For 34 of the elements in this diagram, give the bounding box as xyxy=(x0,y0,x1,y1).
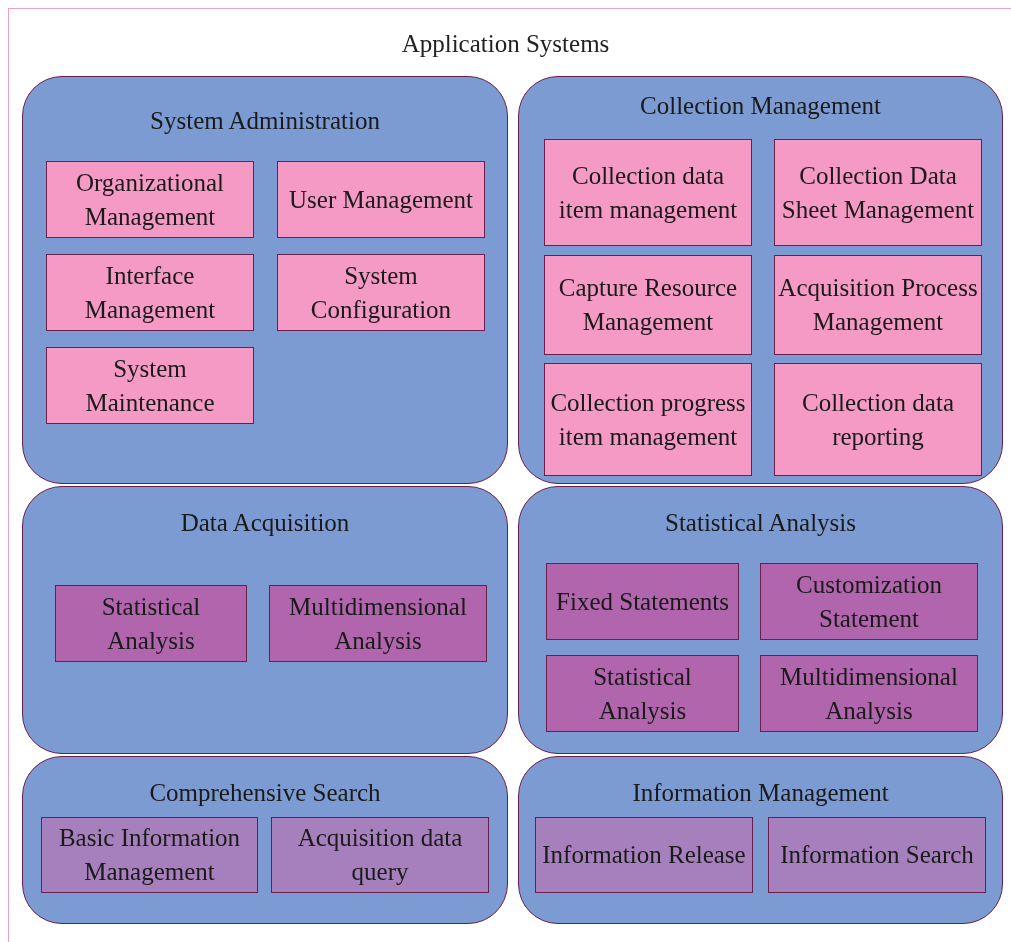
module-box: Collection data item management xyxy=(544,139,752,246)
module-box: Acquisition data query xyxy=(271,817,489,893)
group-panel xyxy=(22,756,508,924)
module-box: Collection data reporting xyxy=(774,363,982,476)
group-title: Data Acquisition xyxy=(179,509,351,537)
module-box: Basic Information Management xyxy=(41,817,258,893)
module-box: Organizational Management xyxy=(46,161,254,238)
module-box: Multidimensional Analysis xyxy=(760,655,978,732)
group-title: Statistical Analysis xyxy=(664,509,857,537)
group-title: Comprehensive Search xyxy=(148,779,382,807)
module-box: Acquisition Process Management xyxy=(774,255,982,355)
group-panel xyxy=(22,486,508,754)
module-box: Information Release xyxy=(535,817,753,893)
module-box: Information Search xyxy=(768,817,986,893)
module-box: System Maintenance xyxy=(46,347,254,424)
module-box: Fixed Statements xyxy=(546,563,739,640)
group-title: Collection Management xyxy=(639,92,882,120)
module-box: Statistical Analysis xyxy=(55,585,247,662)
module-box: Customization Statement xyxy=(760,563,978,640)
group-panel xyxy=(518,76,1003,484)
module-box: Collection Data Sheet Management xyxy=(774,139,982,246)
group-panel xyxy=(518,486,1003,754)
module-box: Interface Management xyxy=(46,254,254,331)
module-box: Collection progress item management xyxy=(544,363,752,476)
group-panel xyxy=(518,756,1003,924)
module-box: User Management xyxy=(277,161,485,238)
group-title: Information Management xyxy=(631,779,890,807)
module-box: Multidimensional Analysis xyxy=(269,585,487,662)
diagram-title: Application Systems xyxy=(400,30,611,58)
module-box: Capture Resource Management xyxy=(544,255,752,355)
group-title: System Administration xyxy=(149,107,381,135)
module-box: Statistical Analysis xyxy=(546,655,739,732)
module-box: System Configuration xyxy=(277,254,485,331)
group-panel xyxy=(22,76,508,484)
